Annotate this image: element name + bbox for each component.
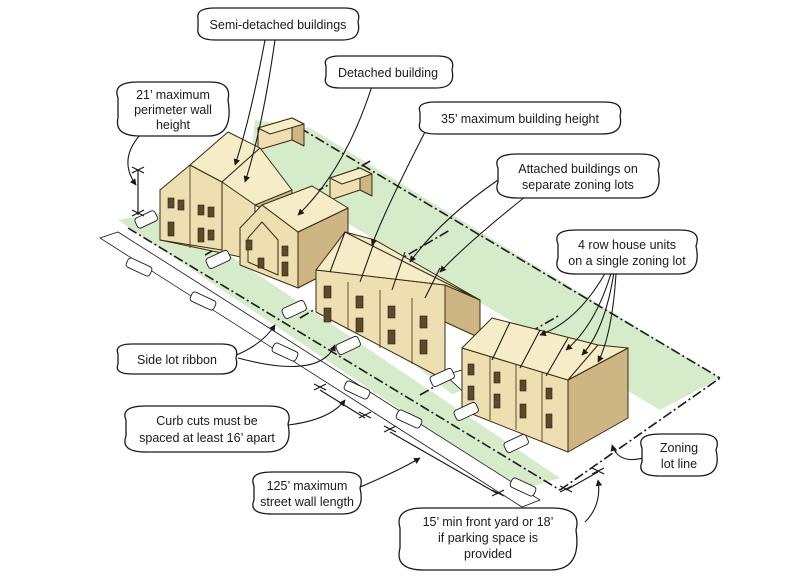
window bbox=[324, 286, 331, 298]
label-street-wall-line-1: 125’ maximum bbox=[267, 479, 348, 493]
window bbox=[520, 404, 526, 418]
callout-zoning-lot-line: Zoning lot line bbox=[641, 434, 717, 476]
label-street-wall-line-2: street wall length bbox=[260, 495, 354, 509]
label-curb-cuts-line-1: Curb cuts must be bbox=[156, 414, 257, 428]
window bbox=[168, 198, 174, 208]
window bbox=[324, 308, 331, 322]
window bbox=[356, 318, 363, 332]
window bbox=[468, 364, 474, 375]
callout-side-lot-ribbon: Side lot ribbon bbox=[117, 344, 236, 374]
window bbox=[420, 340, 427, 354]
callout-perimeter-wall: 21’ maximum perimeter wall height bbox=[117, 82, 229, 136]
window bbox=[208, 207, 214, 217]
callout-row-houses: 4 row house units on a single zoning lot bbox=[557, 230, 697, 274]
window bbox=[282, 246, 288, 256]
label-zoning-lot-line-2: lot line bbox=[661, 457, 697, 471]
label-zoning-lot-line-1: Zoning bbox=[660, 441, 698, 455]
window bbox=[546, 414, 552, 428]
label-attached-line-2: separate zoning lots bbox=[522, 178, 634, 192]
label-attached-line-1: Attached buildings on bbox=[518, 162, 638, 176]
label-front-yard-line-3: provided bbox=[464, 547, 512, 561]
label-perimeter-wall-line-3: height bbox=[156, 118, 191, 132]
label-row-house-line-1: 4 row house units bbox=[578, 238, 676, 252]
label-perimeter-wall-line-2: perimeter wall bbox=[134, 103, 212, 117]
label-row-house-line-2: on a single zoning lot bbox=[568, 254, 686, 268]
callout-curb-cuts: Curb cuts must be spaced at least 16’ ap… bbox=[125, 406, 289, 452]
window bbox=[246, 240, 252, 250]
window bbox=[494, 394, 500, 408]
window bbox=[388, 330, 395, 344]
label-front-yard-line-2: if parking space is bbox=[438, 531, 538, 545]
label-curb-cuts-line-2: spaced at least 16’ apart bbox=[139, 431, 275, 445]
window bbox=[388, 306, 395, 318]
window bbox=[168, 222, 174, 236]
window bbox=[282, 262, 288, 276]
window bbox=[258, 258, 264, 268]
callout-attached-buildings: Attached buildings on separate zoning lo… bbox=[497, 154, 659, 198]
window bbox=[546, 388, 552, 399]
callout-front-yard: 15’ min front yard or 18’ if parking spa… bbox=[399, 508, 577, 570]
label-perimeter-wall-line-1: 21’ maximum bbox=[136, 88, 210, 102]
label-semi-detached: Semi-detached buildings bbox=[210, 18, 347, 32]
window bbox=[468, 386, 474, 400]
label-max-building-height: 35’ maximum building height bbox=[441, 112, 599, 126]
label-front-yard-line-1: 15’ min front yard or 18’ bbox=[423, 515, 554, 529]
callout-detached: Detached building bbox=[325, 56, 452, 88]
window bbox=[356, 296, 363, 308]
window bbox=[178, 200, 184, 210]
window bbox=[198, 205, 204, 215]
label-side-lot-ribbon: Side lot ribbon bbox=[137, 353, 217, 367]
label-detached: Detached building bbox=[338, 66, 438, 80]
window bbox=[198, 228, 204, 242]
window bbox=[208, 230, 214, 240]
callout-max-building-height: 35’ maximum building height bbox=[419, 102, 620, 134]
window bbox=[520, 380, 526, 391]
window bbox=[494, 372, 500, 383]
window bbox=[420, 316, 427, 328]
callout-semi-detached: Semi-detached buildings bbox=[198, 8, 359, 40]
callout-street-wall: 125’ maximum street wall length bbox=[253, 472, 361, 514]
